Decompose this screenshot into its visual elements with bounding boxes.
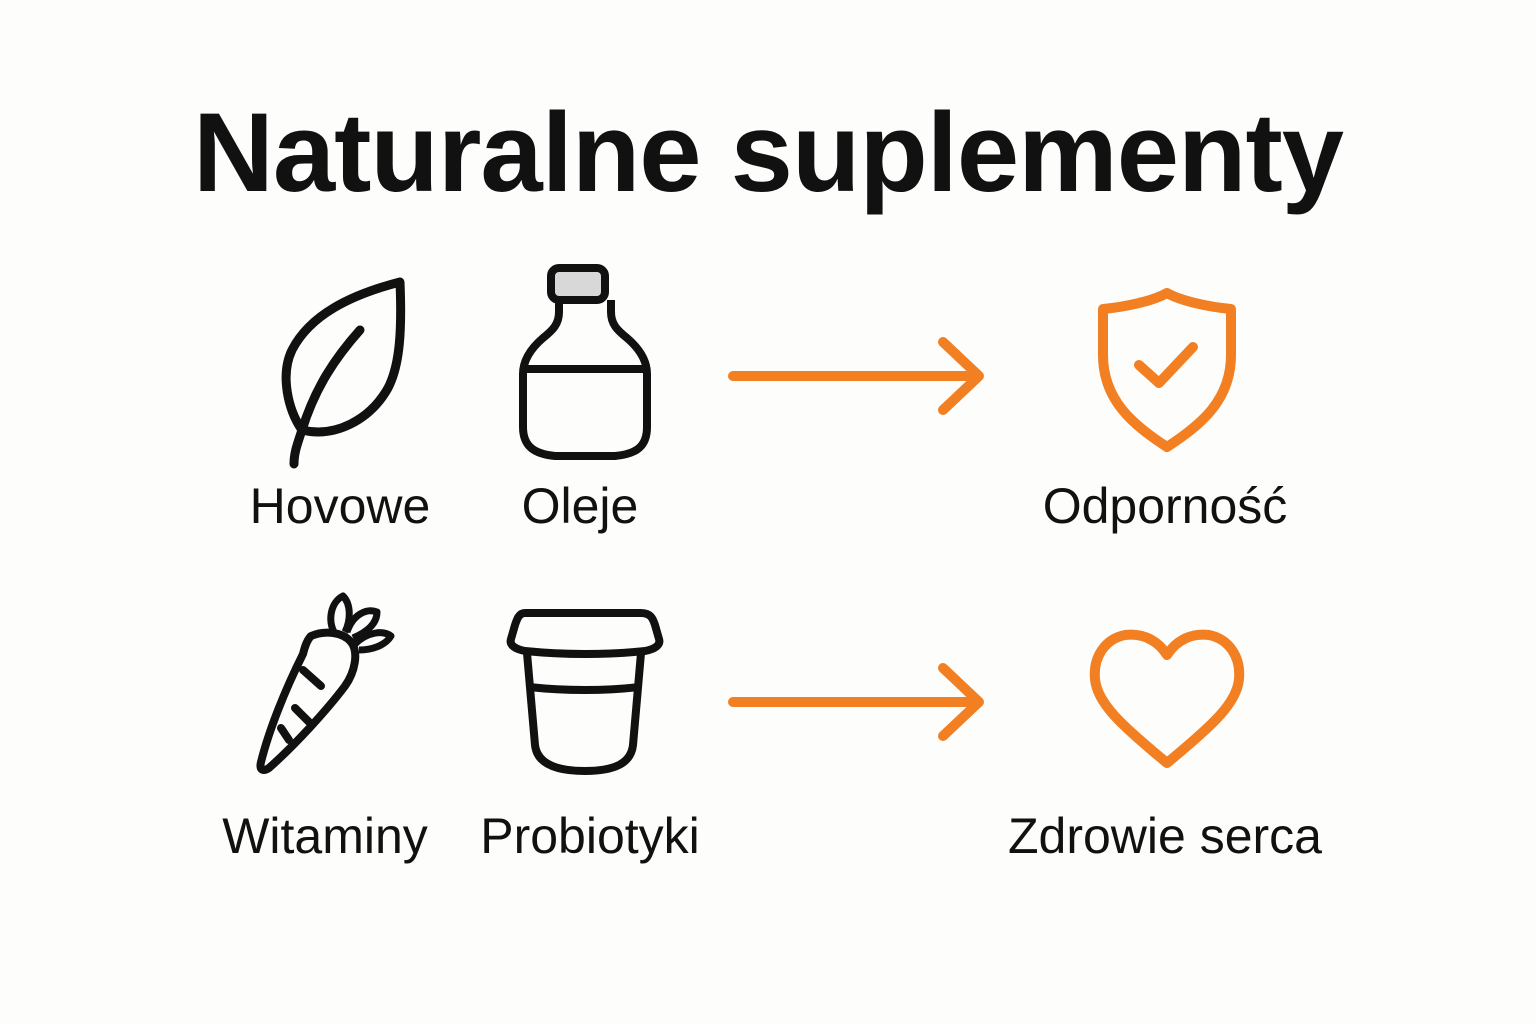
shield-check-icon: [1098, 288, 1236, 452]
source-label-hovowe: Hovowe: [249, 478, 431, 534]
benefit-label-odpornosc: Odporność: [1042, 478, 1288, 534]
heart-icon: [1089, 629, 1245, 768]
source-label-oleje: Oleje: [521, 478, 639, 534]
arrow-right-icon: [728, 663, 984, 741]
benefit-label-zdrowie-serca: Zdrowie serca: [1008, 808, 1322, 864]
arrow-right-icon: [728, 337, 984, 415]
source-label-witaminy: Witaminy: [222, 808, 428, 864]
source-label-probiotyki: Probiotyki: [480, 808, 700, 864]
cup-icon: [506, 609, 664, 775]
bottle-icon: [519, 264, 651, 460]
page-title: Naturalne suplementy: [192, 90, 1344, 215]
leaf-icon: [281, 277, 406, 469]
carrot-icon: [256, 592, 395, 774]
